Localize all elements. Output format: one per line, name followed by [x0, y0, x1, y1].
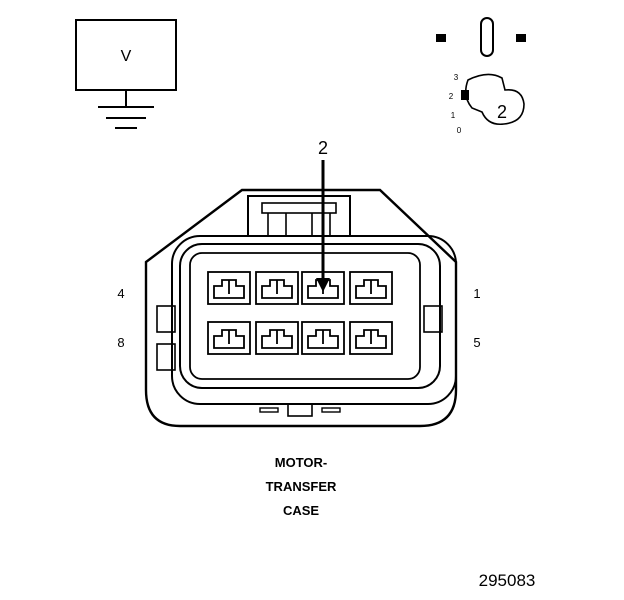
probe-icon: [436, 17, 526, 126]
probe-label: 2: [497, 102, 507, 122]
probe-scale-3: 3: [454, 73, 459, 82]
left-tab-upper: [156, 305, 176, 333]
connector-body: [144, 188, 458, 428]
left-tab-lower: [156, 343, 176, 371]
connector-outer-shell: [144, 188, 458, 428]
arrow-label: 2: [318, 138, 328, 158]
cavity-pin-5: [349, 321, 393, 355]
polarization-key: [287, 403, 313, 417]
probe-scale-1: 1: [451, 111, 456, 120]
probe-scale-2: 2: [449, 92, 454, 101]
cavity-pin-1: [349, 271, 393, 305]
connector-latch: [247, 195, 351, 236]
cavity-pin-8: [207, 321, 251, 355]
figure-id: 295083: [479, 571, 536, 590]
right-tab: [423, 305, 443, 333]
pin-label-5: 5: [473, 335, 480, 350]
voltmeter-label: V: [121, 48, 132, 65]
pin-label-1: 1: [473, 286, 480, 301]
pin-label-4: 4: [117, 286, 124, 301]
terminal-cavities: [207, 271, 393, 355]
voltmeter-symbol: [75, 19, 177, 129]
probe-scale-0: 0: [457, 126, 462, 135]
caption-line-2: TRANSFER: [266, 479, 337, 494]
pointer-arrow: [316, 160, 330, 292]
connector-face: [171, 235, 457, 405]
cavity-pin-6: [301, 321, 345, 355]
caption-line-1: MOTOR-: [275, 455, 327, 470]
cavity-pin-7: [255, 321, 299, 355]
cavity-pin-4: [207, 271, 251, 305]
cavity-pin-3: [255, 271, 299, 305]
pin-label-8: 8: [117, 335, 124, 350]
caption-line-3: CASE: [283, 503, 319, 518]
